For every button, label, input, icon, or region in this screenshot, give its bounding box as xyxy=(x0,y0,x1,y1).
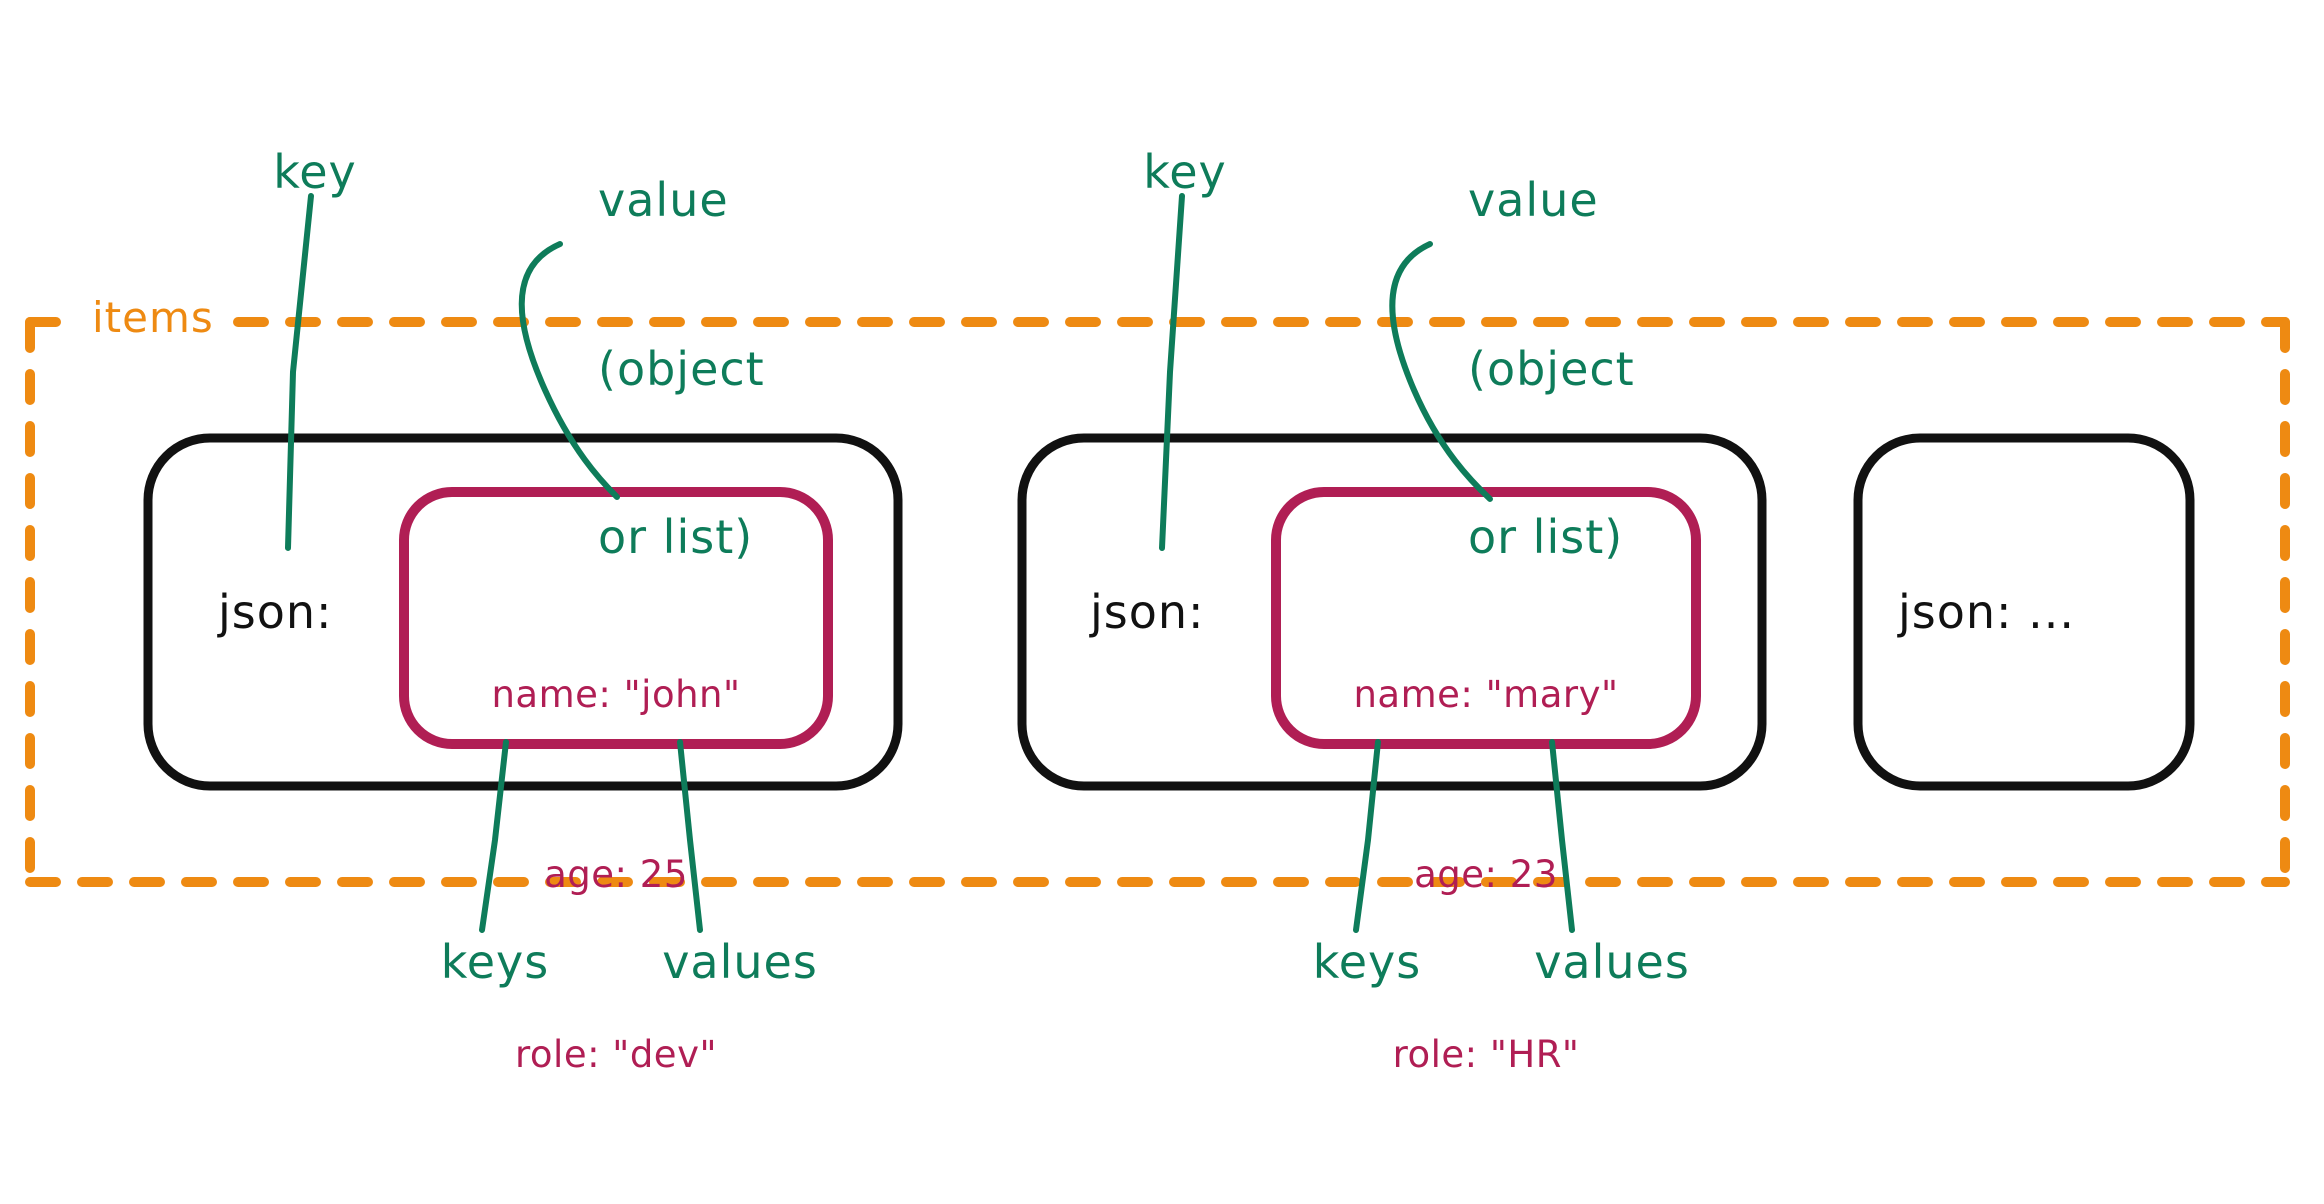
annotation-value-1-line1: value xyxy=(598,173,729,228)
items-container-label: items xyxy=(92,293,214,342)
leader-value-1 xyxy=(518,241,620,500)
annotation-value-2-line3: or list) xyxy=(1468,509,1624,564)
item-card-3-outline xyxy=(1853,433,2195,791)
item-card-2-value-text: name: "mary" age: 23 role: "HR" xyxy=(1276,545,1696,1204)
annotation-keys-1: keys xyxy=(440,935,550,989)
item-card-1-key-label: json: xyxy=(218,585,333,639)
annotation-values-1: values xyxy=(662,935,818,989)
items-container-border xyxy=(25,317,2290,887)
annotation-value-2-line1: value xyxy=(1468,173,1599,228)
annotation-key-2: key xyxy=(1143,145,1227,199)
annotation-value-2: value (object or list) xyxy=(1468,60,1698,677)
item-card-1[interactable] xyxy=(143,433,903,791)
leader-value-2 xyxy=(1389,241,1493,502)
item-card-3-key-label: json: ... xyxy=(1898,585,2076,639)
annotation-value-1-line2: (object xyxy=(598,341,765,396)
leader-values-1 xyxy=(677,739,703,933)
annotation-value-1-line3: or list) xyxy=(598,509,754,564)
item-card-2-key-label: json: xyxy=(1090,585,1205,639)
item-card-1-value-text: name: "john" age: 25 role: "dev" xyxy=(404,545,828,1204)
leader-values-2 xyxy=(1549,739,1575,933)
annotation-value-2-line2: (object xyxy=(1468,341,1635,396)
leader-keys-2 xyxy=(1353,739,1381,933)
item-card-3[interactable] xyxy=(1853,433,2195,791)
diagram-artwork xyxy=(25,193,2290,933)
item-card-1-entry-1: age: 25 xyxy=(544,852,688,896)
item-card-2-entry-2: role: "HR" xyxy=(1392,1032,1580,1076)
leader-keys-1 xyxy=(479,739,509,933)
annotation-leader-lines xyxy=(285,193,1575,933)
diagram-canvas: items key value (object or list) keys va… xyxy=(25,60,2290,1076)
item-card-2-entry-1: age: 23 xyxy=(1414,852,1558,896)
annotation-key-1: key xyxy=(273,145,357,199)
item-card-1-entry-2: role: "dev" xyxy=(515,1032,717,1076)
leader-key-2 xyxy=(1159,193,1185,551)
item-card-2-entry-0: name: "mary" xyxy=(1353,672,1619,716)
item-card-1-entry-0: name: "john" xyxy=(491,672,741,716)
annotation-value-1: value (object or list) xyxy=(598,60,828,677)
leader-key-1 xyxy=(285,193,314,551)
annotation-values-2: values xyxy=(1534,935,1690,989)
annotation-keys-2: keys xyxy=(1312,935,1422,989)
item-card-2[interactable] xyxy=(1017,433,1767,791)
